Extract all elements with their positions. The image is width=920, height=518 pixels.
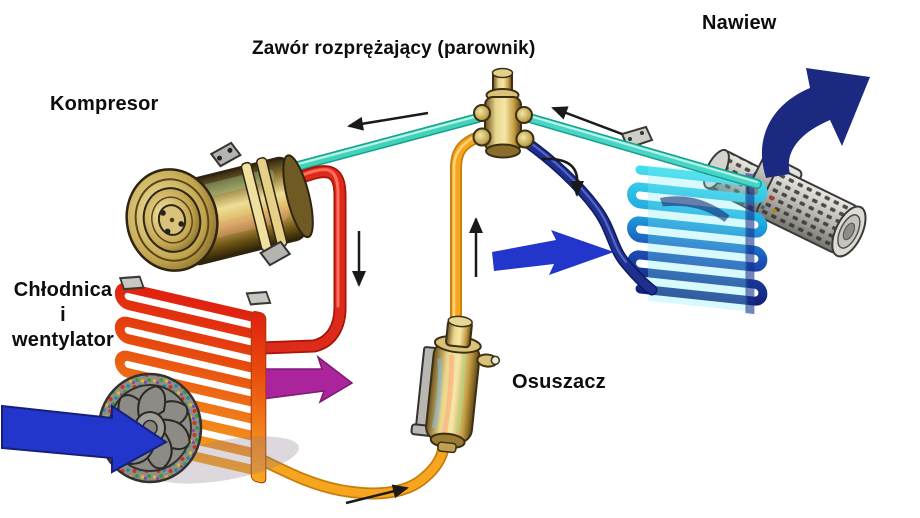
- expansion-valve: [472, 67, 535, 159]
- condenser-label-line2: i: [60, 304, 66, 326]
- condenser-fan-label: Chłodnica i wentylator: [4, 278, 122, 353]
- condenser-label-line1: Chłodnica: [13, 279, 113, 301]
- condenser-label-line3: wentylator: [11, 329, 115, 351]
- cold-air-out-arrow: [761, 68, 870, 178]
- compressor-label: Kompresor: [50, 93, 159, 115]
- evaporator-inlet-pipe: [519, 135, 658, 296]
- suction-pipe: [267, 112, 762, 189]
- flow-arrows: [345, 106, 623, 505]
- air-to-evaporator-arrow: [492, 230, 614, 275]
- drier-label: Osuszacz: [512, 371, 606, 393]
- compressor-illustration: [125, 141, 314, 272]
- hot-air-arrow: [259, 354, 354, 404]
- condenser-coil: [114, 275, 272, 484]
- receiver-drier: [410, 315, 501, 454]
- air-outlet-label: Nawiew: [702, 12, 777, 34]
- expansion-valve-label: Zawór rozprężający (parownik): [252, 38, 536, 59]
- air-in-arrow: [0, 404, 168, 474]
